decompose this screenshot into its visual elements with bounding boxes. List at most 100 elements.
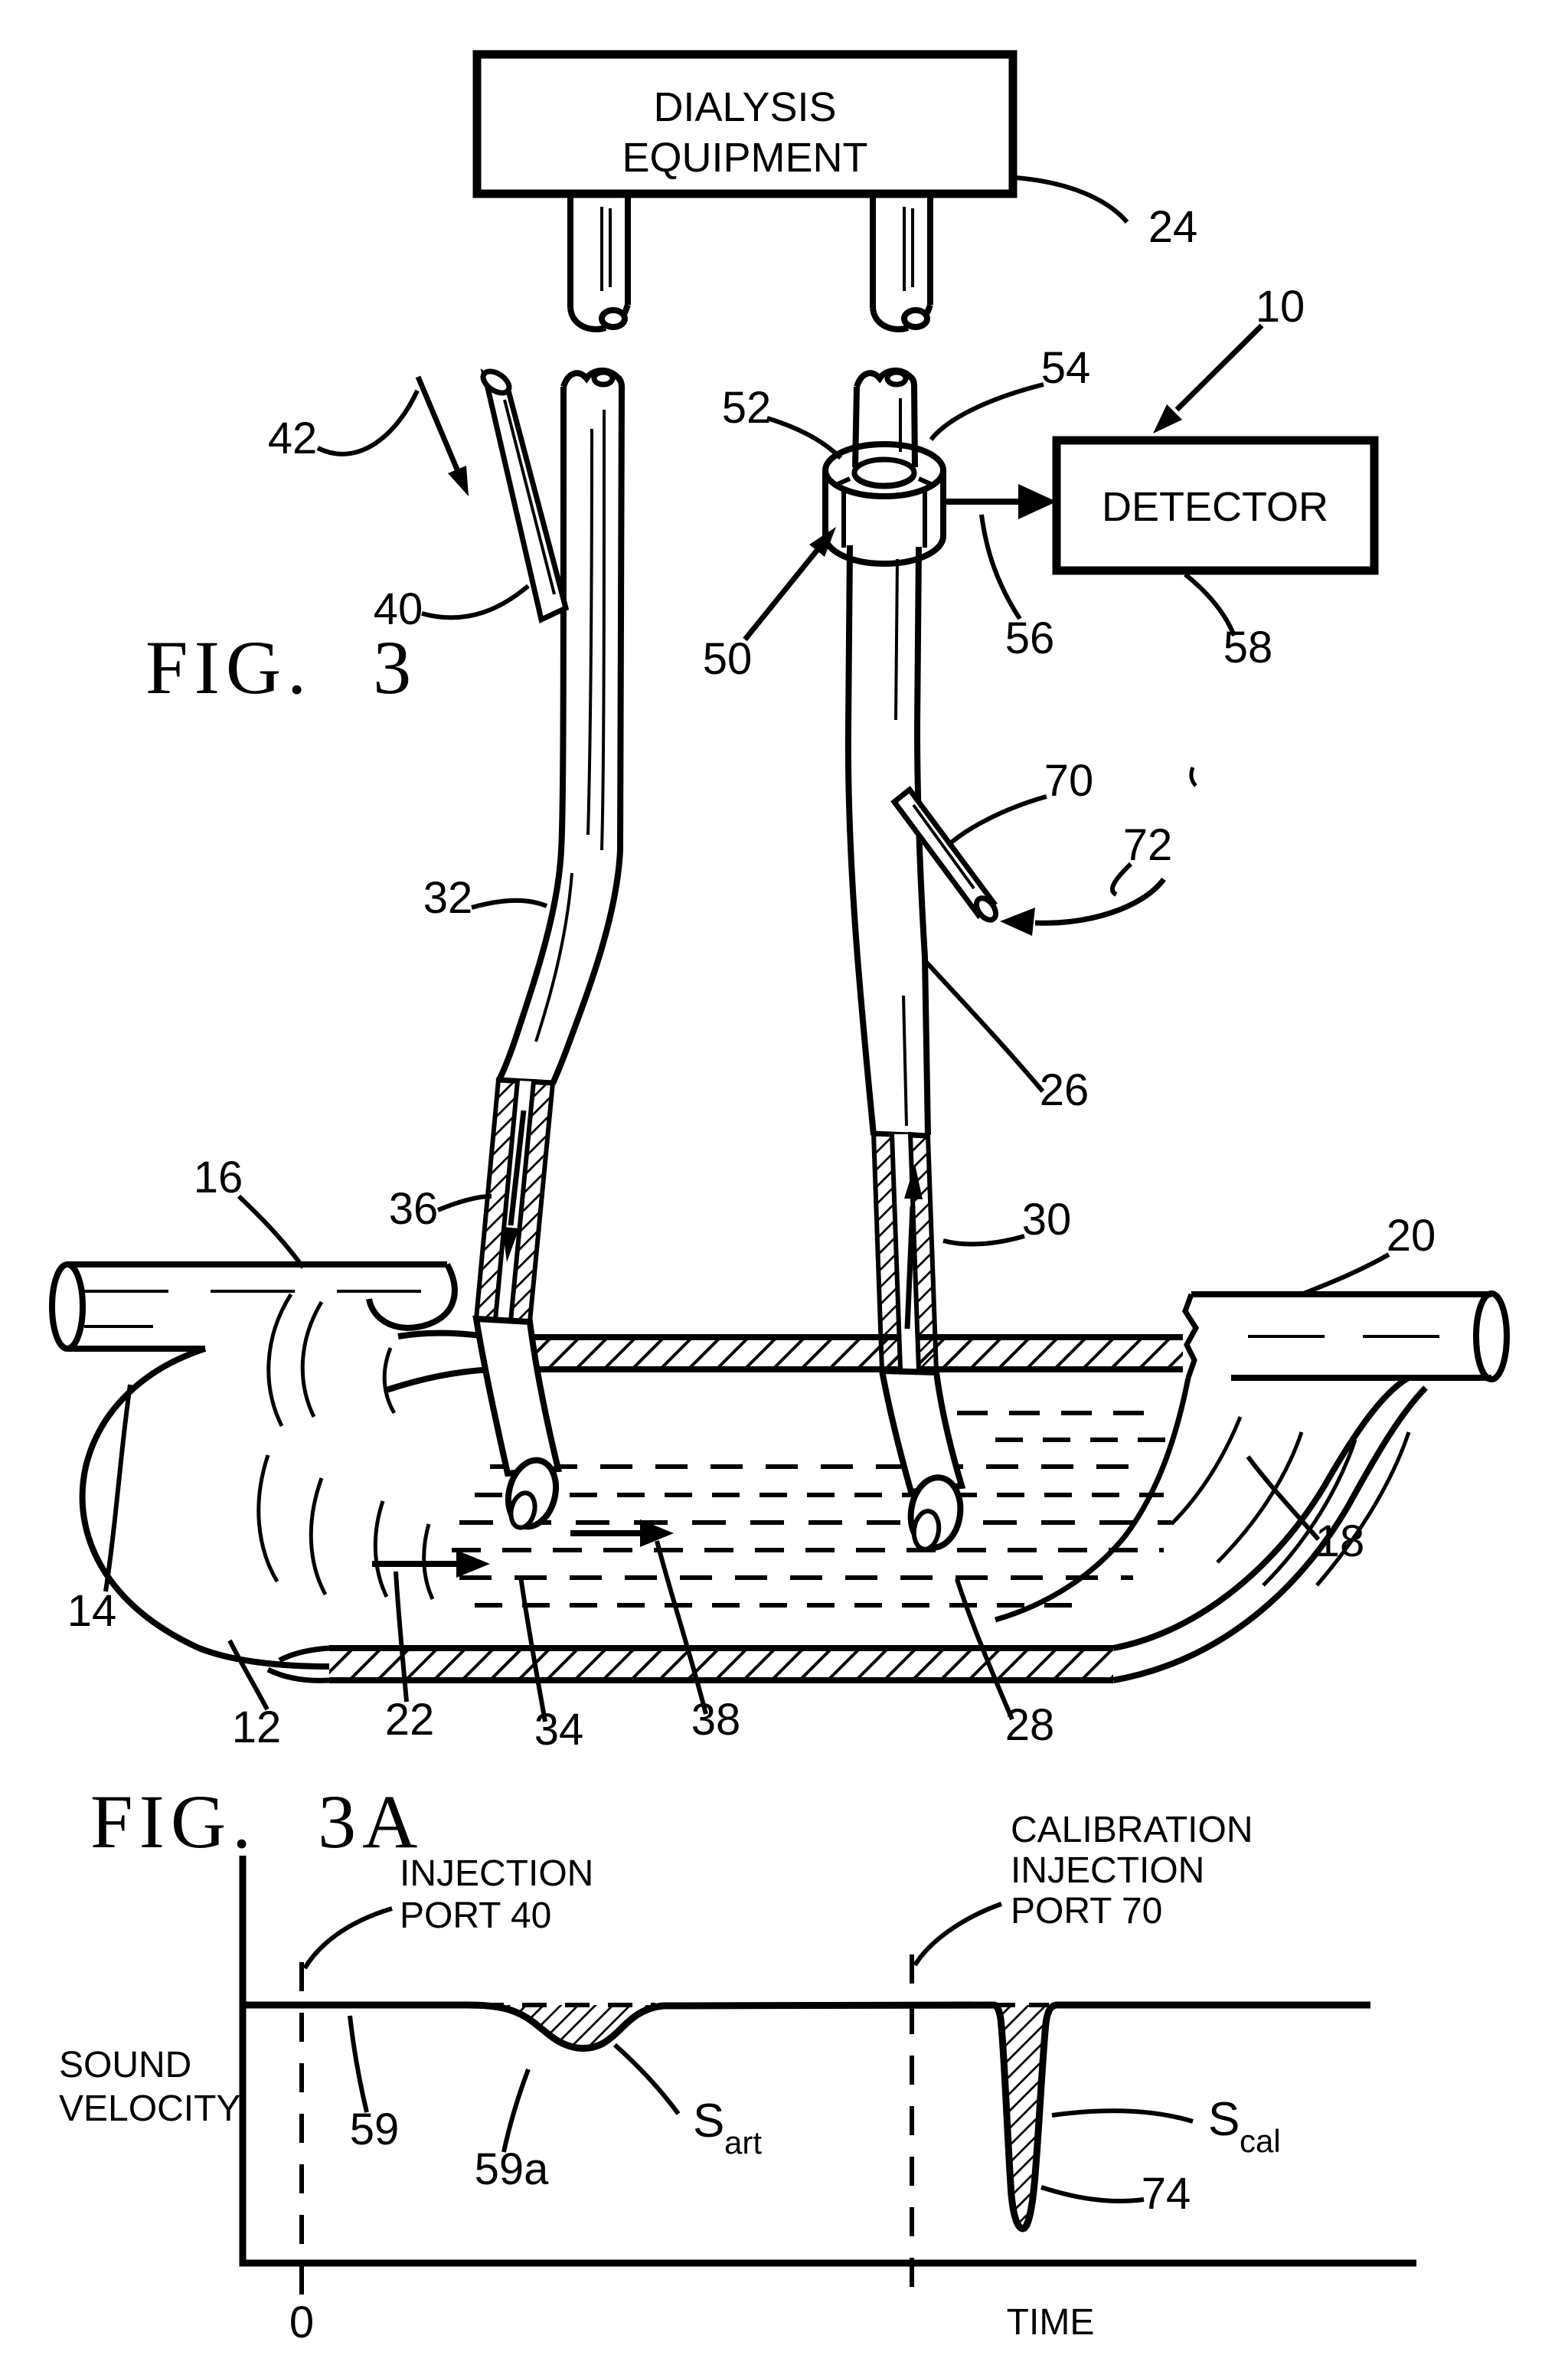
flow-line (1262, 1439, 1357, 1587)
lead-line-34 (518, 1575, 547, 1722)
vessel-right-tube-end-cap (1473, 1290, 1510, 1382)
tube-inner-line (586, 428, 593, 836)
ref-50-arrow-head-icon (809, 527, 836, 557)
calibration-annotation-line3: PORT 70 (1011, 1891, 1162, 1931)
lead-line-54 (929, 382, 1044, 441)
equipment-tube-left-end-curl (599, 307, 628, 330)
injection-port-40-opening (480, 368, 512, 396)
flow-line (1170, 1416, 1243, 1526)
s-cal-subscript: cal (1240, 2123, 1281, 2159)
sound-velocity-trace (243, 2001, 1370, 2232)
lead-line-28 (955, 1578, 1014, 1721)
vessel-right-funnel-inner-line (1112, 1375, 1410, 1651)
lead-line-56 (979, 514, 1022, 620)
lead-line-s-cal (1051, 2108, 1194, 2124)
detector-box-label: DETECTOR (1102, 484, 1328, 530)
arterial-tube-top-curl (591, 369, 616, 388)
sensor-ring-bottom-arc (822, 535, 946, 567)
left-needle-tip-inner (508, 1490, 537, 1530)
sensor-ring-facet (833, 476, 851, 488)
ref-30: 30 (1022, 1195, 1072, 1245)
injection-port-annotation-line2: PORT 40 (400, 1895, 551, 1936)
tube-inner-line (534, 872, 573, 1042)
ref-14: 14 (67, 1586, 117, 1636)
tube-inner-line (600, 409, 606, 851)
flow-line (373, 1500, 389, 1598)
s-art-symbol: S (693, 2095, 724, 2147)
equipment-tube-right-end-curl (901, 307, 930, 330)
injection-arrow-shaft (415, 375, 460, 471)
flow-line (309, 1477, 328, 1596)
sensor-ring-hole-front-rim (851, 473, 917, 489)
venous-tube-left-edge (852, 386, 860, 468)
equipment-tube-left-end (567, 307, 607, 332)
vessel-bottom-wall-hatch (329, 1648, 1113, 1680)
graph-axes (239, 1856, 1416, 2267)
flow-line (256, 1454, 279, 1583)
ref-56: 56 (1005, 613, 1055, 663)
sensor-ring-facet (917, 476, 936, 488)
tube-inner-line (503, 399, 556, 595)
equipment-tube-right-end (924, 303, 933, 315)
stray-mark (1189, 767, 1197, 787)
calibration-annotation-line2: INJECTION (1011, 1850, 1204, 1891)
dialysis-box-label-line1: DIALYSIS (653, 84, 836, 130)
ref-50: 50 (703, 634, 753, 684)
lead-line-59 (348, 2015, 369, 2113)
arterial-tube-left-edge (495, 386, 567, 1083)
ref-24: 24 (1148, 202, 1198, 252)
ref-10-arrow-head-icon (1153, 404, 1182, 433)
lead-line-30 (942, 1234, 1025, 1247)
ref-36: 36 (389, 1184, 439, 1234)
venous-tube-left-edge (844, 545, 877, 1136)
ref-74: 74 (1142, 2169, 1191, 2219)
vessel-top-wall-hatch (494, 1337, 1183, 1369)
lead-line-12 (227, 1639, 270, 1711)
vessel-right-funnel-upper-boundary (995, 1377, 1191, 1623)
ref-22: 22 (385, 1695, 435, 1745)
lead-line-36 (436, 1194, 492, 1212)
graph-xlabel: TIME (1007, 2302, 1095, 2343)
s-cal-symbol: S (1208, 2093, 1240, 2146)
vessel-inlet-hook-curve (366, 1263, 458, 1331)
ref-16: 16 (194, 1153, 243, 1202)
calibration-port-70-opening (973, 895, 999, 923)
detector-box (1052, 436, 1379, 575)
injection-port-40-tube (480, 368, 570, 624)
vessel-bottom-wall-left-join (266, 1666, 330, 1683)
vessel-flow-arrow-38-head-icon (640, 1519, 674, 1547)
arterial-dip-hatch-area (467, 2005, 663, 2049)
ref-28: 28 (1005, 1700, 1055, 1750)
sensor-signal-arrow-head-icon (1018, 484, 1057, 519)
s-art-subscript: art (724, 2124, 762, 2160)
right-needle-shaft (878, 1367, 966, 1496)
fig3a-title: FIG. 3A (90, 1779, 423, 1864)
injection-port-annotation-line1: INJECTION (400, 1853, 593, 1894)
lead-line-58 (1184, 572, 1236, 637)
calibration-arrow-shaft (1034, 877, 1166, 926)
tube-inner-line (894, 558, 899, 721)
ref-10-arrow-shaft (1174, 323, 1264, 412)
ref-72: 72 (1123, 820, 1173, 870)
ref-59a: 59a (475, 2144, 550, 2194)
ref-20: 20 (1387, 1211, 1436, 1261)
lead-line-injection-annotation (302, 1906, 393, 1970)
lead-line-20 (1300, 1252, 1390, 1297)
lead-line-18 (1246, 1455, 1321, 1541)
lead-line-72 (1110, 862, 1133, 897)
vessel-left-tube-end-cap (49, 1261, 86, 1352)
vessel-bottom-wall-left-join (278, 1645, 330, 1663)
ref-50-arrow-shaft (743, 545, 822, 642)
lead-line-calibration-annotation (913, 1902, 1003, 1967)
ref-42: 42 (268, 414, 318, 463)
lead-line-32 (471, 898, 548, 910)
ref-18: 18 (1315, 1516, 1365, 1566)
graph-ylabel-line2: VELOCITY (59, 2088, 240, 2129)
fig3-title: FIG. 3 (145, 625, 417, 710)
lead-line-16 (237, 1194, 305, 1269)
ref-59: 59 (350, 2105, 400, 2154)
flow-line (1216, 1431, 1304, 1564)
ref-12: 12 (232, 1702, 282, 1752)
lead-line-40 (421, 584, 530, 620)
